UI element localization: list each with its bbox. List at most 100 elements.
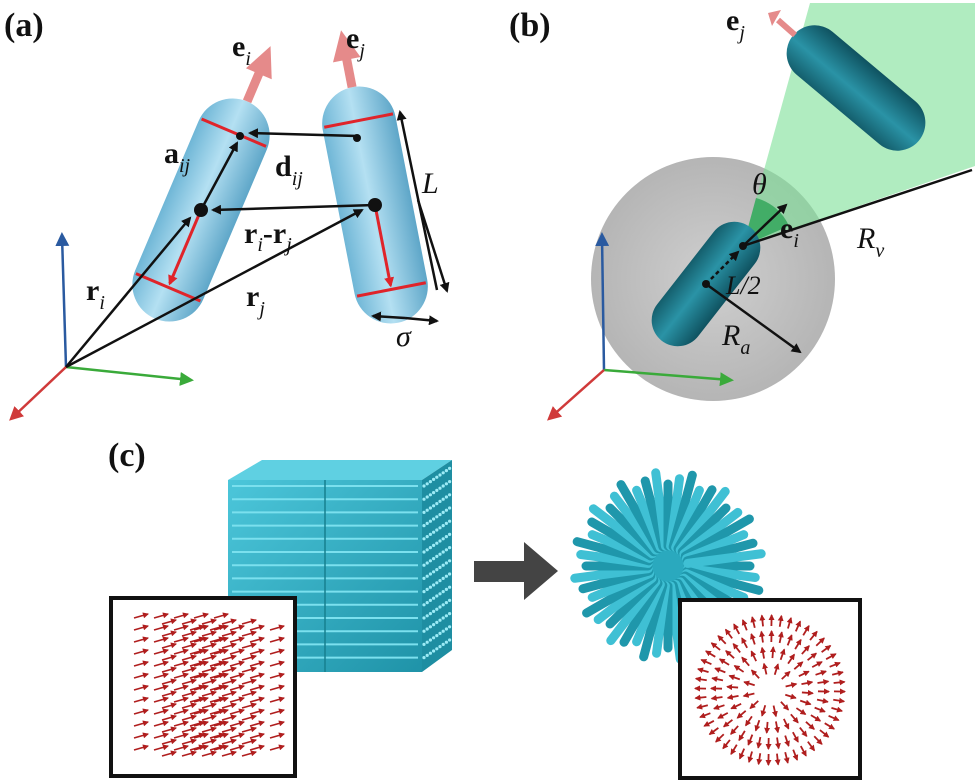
inset-right-arrow: [771, 705, 778, 718]
inset-left-arrow: [249, 624, 265, 631]
cube-rod-end: [428, 519, 432, 523]
cube-rod-end: [428, 480, 432, 484]
cube-rod-end: [444, 469, 448, 473]
inset-right-arrow: [833, 697, 846, 704]
inset-left-arrow: [249, 660, 265, 667]
cube-rod-end: [435, 541, 439, 545]
inset-right-arrows: [694, 614, 846, 766]
cube-rod-end: [444, 614, 448, 618]
cube-rod-end: [448, 572, 452, 576]
cube-rod-end: [428, 585, 432, 589]
inset-left-arrow: [221, 750, 237, 757]
cube-rod-end: [422, 524, 426, 528]
inset-left-arrow: [241, 702, 257, 709]
inset-left-arrow: [221, 726, 237, 733]
inset-right-arrow: [831, 670, 844, 677]
inset-right-arrow: [781, 670, 791, 680]
orientation-arrow-head-j-b: [768, 10, 781, 26]
vectors-b: [705, 168, 973, 354]
inset-left-arrow: [209, 708, 225, 715]
cube-rod-end: [444, 601, 448, 605]
inset-right-arrow: [747, 751, 754, 763]
inset-left-arrow: [269, 636, 285, 643]
inset-left-arrow: [209, 696, 225, 703]
cube-rod-end: [425, 587, 429, 592]
inset-left-arrow: [213, 612, 229, 619]
inset-left-arrow: [241, 678, 257, 685]
inset-left-arrow: [229, 732, 245, 739]
inset-right-arrow: [807, 741, 816, 752]
inset-left-arrow: [189, 732, 205, 739]
right-arrow-icon: [474, 542, 558, 600]
inset-right-arrow: [730, 725, 739, 735]
inset-right-arrow: [759, 614, 766, 627]
rod-i-cap-bottom: [135, 272, 201, 303]
cube-rod-end: [448, 466, 452, 470]
inset-right-arrow: [743, 680, 755, 687]
inset-left-arrows: [133, 612, 285, 757]
panel-label-a: (a): [4, 7, 44, 44]
inset-right-arrow: [805, 721, 815, 730]
label-e-j-a: ej: [346, 22, 365, 62]
cube-rod-end: [428, 546, 432, 550]
inset-left-arrow: [173, 720, 189, 727]
inset-right-arrow: [750, 633, 756, 645]
cube-rod-end: [422, 629, 426, 633]
inset-left-arrow: [133, 648, 149, 655]
inset-left-arrow: [161, 738, 177, 745]
inset-left-arrow: [241, 642, 257, 649]
inset-left-arrow: [241, 618, 257, 625]
axis-x-b: [547, 369, 605, 421]
inset-right-arrow: [741, 619, 748, 631]
inset-right-arrow: [785, 693, 797, 700]
rod-i-cap-top: [201, 117, 267, 148]
inset-left-arrow: [201, 702, 217, 709]
inset-left-arrow: [249, 744, 265, 751]
cube-rod-end: [438, 618, 442, 622]
cube-rod-end: [435, 488, 439, 492]
inset-left-arrow: [153, 684, 169, 691]
vector-half-length: [705, 250, 740, 285]
cube-rod-end: [432, 609, 436, 614]
axes-b: [547, 232, 734, 421]
inset-right-arrow: [786, 617, 793, 629]
cube-rod-end: [425, 653, 429, 658]
inset-right-arrow: [750, 616, 757, 629]
cube-rod-end: [438, 473, 442, 477]
cube-rod-end: [438, 499, 442, 503]
cube-rod-end: [428, 572, 432, 576]
inset-left-arrow: [133, 732, 149, 739]
inset-left-arrow: [181, 666, 197, 673]
vector-r-j: [65, 208, 364, 369]
rod-tip-b: [739, 242, 747, 250]
cube-rod-end: [428, 651, 432, 655]
cube-rod-end: [448, 638, 452, 642]
inset-right-arrow: [833, 679, 846, 686]
label-theta: θ: [752, 168, 767, 201]
inset-left-arrow: [181, 654, 197, 661]
inset-left-arrow: [269, 744, 285, 751]
vector-r-i: [65, 216, 192, 368]
sphere-cluster: [570, 468, 766, 664]
inset-left-arrow: [201, 678, 217, 685]
panel-a: (a): [4, 7, 450, 421]
inset-right-arrow: [764, 721, 771, 734]
inset-right-arrow: [774, 737, 781, 750]
inset-left-arrow: [161, 726, 177, 733]
orientation-arrow-shaft-i: [242, 70, 264, 104]
inset-right-arrow: [821, 644, 832, 653]
cube-rod-end: [425, 640, 429, 644]
inset-left-arrow: [181, 726, 197, 733]
inset-left-arrow: [133, 636, 149, 643]
cube-rod-end: [448, 598, 452, 603]
inset-right-frame: [678, 598, 862, 780]
cube-rod-end: [448, 559, 452, 563]
inset-left-arrow: [133, 684, 149, 691]
inset-right-arrow: [814, 706, 826, 713]
inset-right-arrow: [703, 719, 715, 727]
inset-right-arrow: [783, 751, 790, 764]
cube-rod-end: [428, 598, 432, 603]
inset-left-arrow: [181, 690, 197, 697]
contact-point-j: [353, 134, 361, 142]
inset-left-arrow: [269, 696, 285, 703]
